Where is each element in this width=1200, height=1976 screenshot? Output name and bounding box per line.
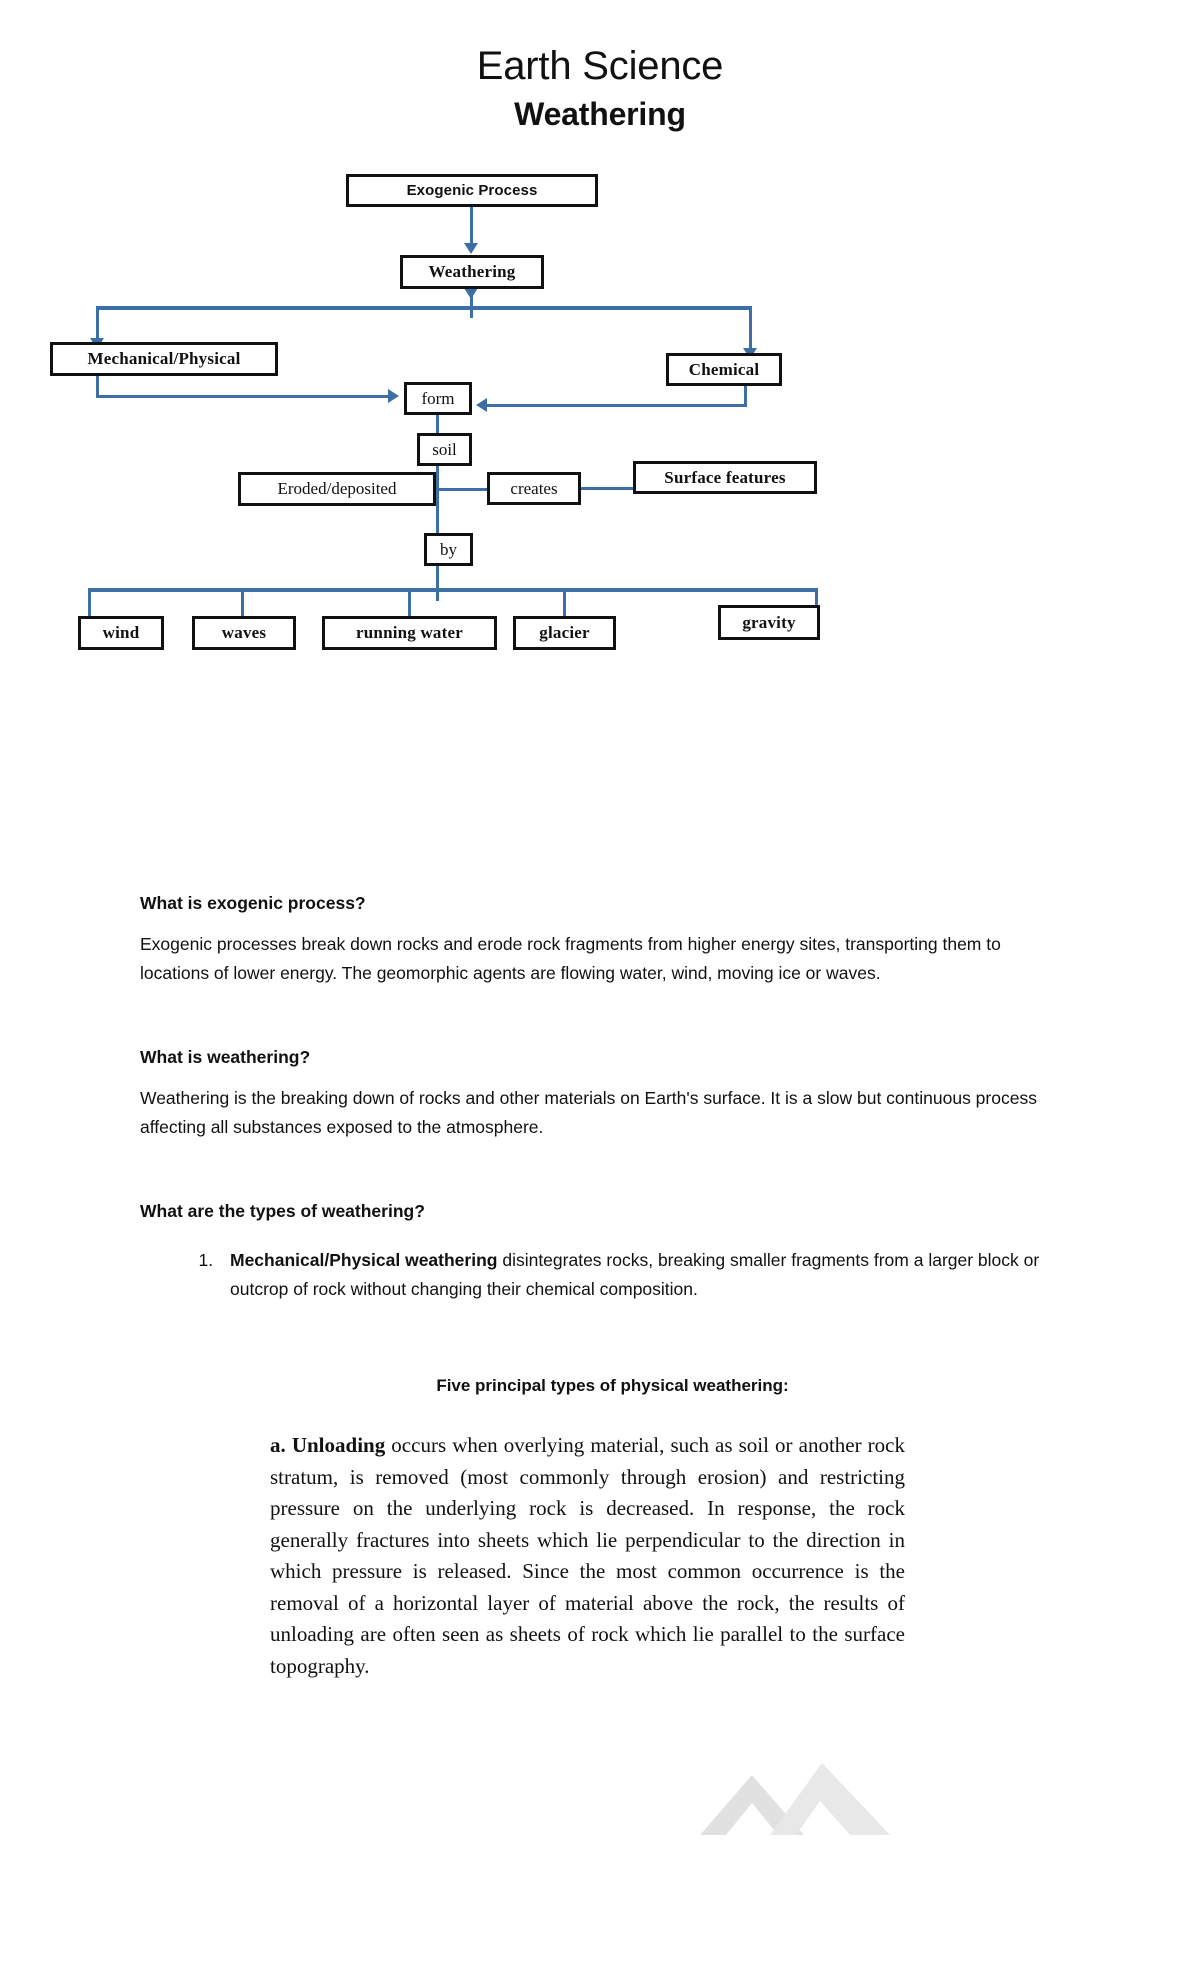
node-waves-label: waves	[221, 623, 267, 642]
unloading-text: occurs when overlying material, such as …	[270, 1433, 905, 1678]
node-chemical: Chemical	[666, 353, 782, 386]
node-form-label: form	[421, 388, 455, 408]
page-title: Earth Science	[476, 44, 724, 88]
list-item-lead: Mechanical/Physical weathering	[230, 1250, 498, 1270]
node-eroded-deposited-label: Eroded/deposited	[277, 479, 397, 498]
connector-by-to-bottom-bus	[436, 566, 439, 601]
connector-soil-to-eroded	[436, 466, 439, 566]
document-body: What is exogenic process? Exogenic proce…	[140, 890, 1045, 1682]
node-form: form	[404, 382, 472, 415]
node-gravity-label: gravity	[742, 612, 796, 632]
node-by-label: by	[440, 539, 457, 559]
bus-weathering-split	[96, 306, 752, 310]
list-item-rest: disintegrates rocks, breaking smaller fr…	[230, 1250, 1040, 1299]
node-soil: soil	[417, 433, 472, 466]
connector-weathering-to-bus	[470, 289, 473, 318]
bus-agents	[88, 588, 818, 592]
node-mechanical-physical-label: Mechanical/Physical	[87, 349, 241, 368]
node-weathering-label: Weathering	[428, 262, 516, 281]
connector-bus-to-waves	[241, 588, 244, 618]
connector-bus-to-glacier	[563, 588, 566, 618]
arrowhead-chemical-to-form	[476, 398, 487, 412]
connector-exogenic-to-weathering	[470, 207, 473, 245]
paragraph-weathering: Weathering is the breaking down of rocks…	[140, 1088, 1037, 1137]
connector-eroded-to-creates	[436, 488, 488, 491]
heading-types-of-weathering: What are the types of weathering?	[140, 1201, 425, 1221]
title-block: Earth Science Weathering	[0, 40, 1200, 136]
list-item: Mechanical/Physical weathering disintegr…	[218, 1246, 1045, 1304]
page-subtitle: Weathering	[514, 96, 686, 132]
node-running-water: running water	[322, 616, 497, 650]
connector-bus-to-mechanical	[96, 306, 99, 344]
connector-creates-to-surface-features	[581, 487, 633, 490]
connector-bus-to-wind	[88, 588, 91, 618]
heading-five-principal-types: Five principal types of physical weather…	[436, 1376, 789, 1395]
heading-exogenic-process: What is exogenic process?	[140, 893, 366, 913]
node-weathering: Weathering	[400, 255, 544, 289]
node-mechanical-physical: Mechanical/Physical	[50, 342, 278, 376]
node-gravity: gravity	[718, 605, 820, 640]
arrowhead-weathering-to-bus	[464, 288, 478, 299]
node-running-water-label: running water	[356, 623, 463, 642]
connector-mechanical-down	[96, 376, 99, 398]
node-surface-features-label: Surface features	[664, 467, 786, 487]
node-wind-label: wind	[102, 623, 140, 642]
node-exogenic-process-label: Exogenic Process	[406, 182, 538, 199]
heading-weathering: What is weathering?	[140, 1047, 311, 1067]
connector-chemical-to-form	[486, 404, 747, 407]
section-weathering: What is weathering? Weathering is the br…	[140, 1044, 1045, 1142]
connector-bus-to-chemical	[749, 306, 752, 354]
node-eroded-deposited: Eroded/deposited	[238, 472, 436, 506]
node-by: by	[424, 533, 473, 566]
spacer-1	[140, 988, 1045, 1044]
node-exogenic-process: Exogenic Process	[346, 174, 598, 207]
node-wind: wind	[78, 616, 164, 650]
arrowhead-mechanical-to-form	[388, 389, 399, 403]
section-types-of-weathering: What are the types of weathering? Mechan…	[140, 1198, 1045, 1304]
paragraph-exogenic-process: Exogenic processes break down rocks and …	[140, 934, 1001, 983]
paragraph-unloading: a. Unloading occurs when overlying mater…	[140, 1430, 1045, 1682]
weathering-flow-diagram: Exogenic Process Weathering Mechanical/P…	[0, 160, 1200, 690]
types-list: Mechanical/Physical weathering disintegr…	[140, 1246, 1045, 1304]
node-surface-features: Surface features	[633, 461, 817, 494]
node-chemical-label: Chemical	[688, 359, 760, 379]
node-creates: creates	[487, 472, 581, 505]
node-glacier-label: glacier	[539, 623, 590, 642]
unloading-label: a. Unloading	[270, 1433, 386, 1457]
spacer-2	[140, 1142, 1045, 1198]
chevron-watermark-icon	[700, 1763, 890, 1835]
node-creates-label: creates	[510, 478, 558, 498]
node-soil-label: soil	[432, 439, 457, 459]
connector-mechanical-to-form	[96, 395, 392, 398]
connector-bus-to-gravity	[815, 588, 818, 606]
connector-chemical-down	[744, 386, 747, 407]
connector-form-to-soil	[436, 415, 439, 433]
section-exogenic-process: What is exogenic process? Exogenic proce…	[140, 890, 1045, 988]
connector-bus-to-running-water	[408, 588, 411, 618]
arrowhead-exogenic-to-weathering	[464, 243, 478, 254]
node-waves: waves	[192, 616, 296, 650]
node-glacier: glacier	[513, 616, 616, 650]
